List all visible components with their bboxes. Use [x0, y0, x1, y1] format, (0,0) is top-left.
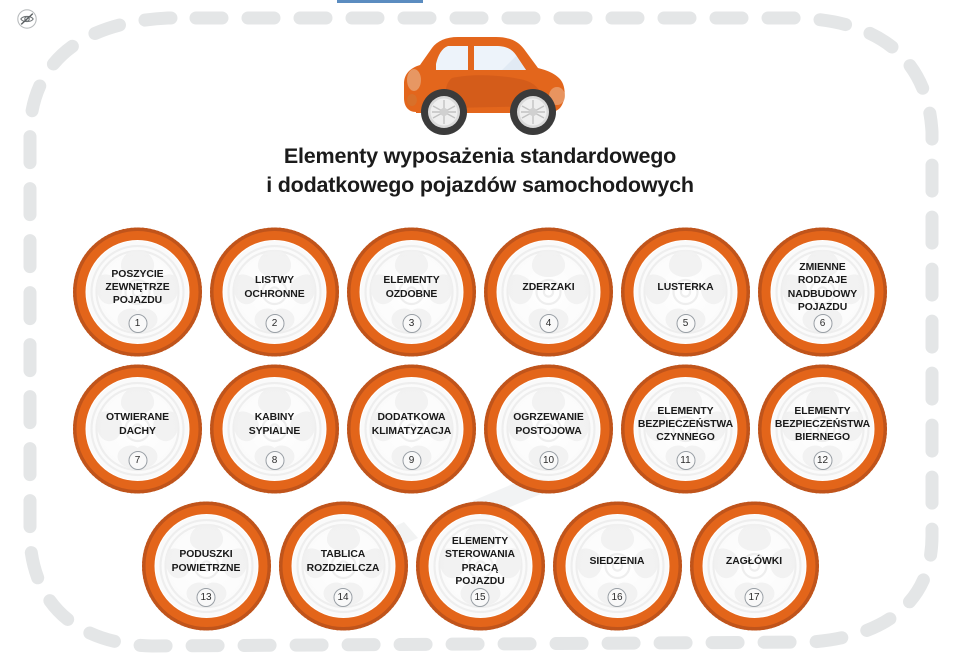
- badge-content: OTWIERANE DACHY: [86, 411, 190, 437]
- badge-number: 4: [539, 314, 558, 333]
- badge-number: 6: [813, 314, 832, 333]
- badge-content: TABLICA ROZDZIELCZA: [291, 548, 395, 574]
- badge-3[interactable]: ELEMENTY OZDOBNE 3: [343, 225, 480, 360]
- badge-number: 15: [470, 588, 490, 607]
- badge-label: SIEDZENIA: [589, 555, 645, 567]
- badge-content: KABINY SYPIALNE: [223, 411, 327, 437]
- badge-number: 17: [744, 588, 764, 607]
- badge-5[interactable]: LUSTERKA 5: [617, 225, 754, 360]
- car-illustration: [392, 26, 578, 138]
- badge-number: 10: [539, 451, 558, 470]
- badge-label: ELEMENTY STEROWANIA PRACĄ POJAZDU: [445, 536, 515, 587]
- badge-content: ZDERZAKI: [497, 281, 601, 294]
- badge-7[interactable]: OTWIERANE DACHY 7: [69, 362, 206, 497]
- badge-content: ELEMENTY BEZPIECZEŃSTWA BIERNEGO: [771, 405, 875, 445]
- badge-1[interactable]: POSZYCIE ZEWNĘTRZE POJAZDU 1: [69, 225, 206, 360]
- badge-2[interactable]: LISTWY OCHRONNE 2: [206, 225, 343, 360]
- badge-number: 5: [676, 314, 695, 333]
- badge-label: PODUSZKI POWIETRZNE: [171, 549, 241, 574]
- badge-label: OGRZEWANIE POSTOJOWA: [513, 412, 584, 437]
- badge-label: TABLICA ROZDZIELCZA: [306, 549, 380, 574]
- badge-number: 9: [402, 451, 421, 470]
- page-title: Elementy wyposażenia standardowego i dod…: [0, 142, 960, 200]
- badge-number: 13: [196, 588, 216, 607]
- badge-number: 8: [265, 451, 284, 470]
- badge-label: KABINY SYPIALNE: [248, 412, 301, 437]
- title-line-2: i dodatkowego pojazdów samochodowych: [266, 173, 694, 197]
- badge-label: ZDERZAKI: [522, 281, 575, 293]
- badge-13[interactable]: PODUSZKI POWIETRZNE 13: [138, 499, 275, 634]
- badge-label: DODATKOWA KLIMATYZACJA: [371, 412, 452, 437]
- badge-content: OGRZEWANIE POSTOJOWA: [497, 411, 601, 437]
- badge-number: 3: [402, 314, 421, 333]
- badge-number: 1: [128, 314, 147, 333]
- badge-content: LISTWY OCHRONNE: [223, 274, 327, 300]
- badge-content: SIEDZENIA: [565, 555, 669, 568]
- tab-indicator: [337, 0, 423, 3]
- badge-content: LUSTERKA: [634, 281, 738, 294]
- badge-content: POSZYCIE ZEWNĘTRZE POJAZDU: [86, 268, 190, 308]
- badge-17[interactable]: ZAGŁÓWKI 17: [686, 499, 823, 634]
- badge-content: ELEMENTY OZDOBNE: [360, 274, 464, 300]
- badge-label: OTWIERANE DACHY: [105, 412, 170, 437]
- badge-label: ELEMENTY BEZPIECZEŃSTWA CZYNNEGO: [637, 405, 734, 444]
- badge-label: ELEMENTY OZDOBNE: [383, 275, 440, 300]
- badge-number: 7: [128, 451, 147, 470]
- badge-label: ZMIENNE RODZAJE NADBUDOWY POJAZDU: [787, 262, 858, 313]
- badge-label: POSZYCIE ZEWNĘTRZE POJAZDU: [105, 268, 170, 307]
- badge-9[interactable]: DODATKOWA KLIMATYZACJA 9: [343, 362, 480, 497]
- badge-number: 2: [265, 314, 284, 333]
- badge-content: ELEMENTY BEZPIECZEŃSTWA CZYNNEGO: [634, 405, 738, 445]
- badge-number: 11: [676, 451, 695, 470]
- badge-label: ELEMENTY BEZPIECZEŃSTWA BIERNEGO: [774, 405, 871, 444]
- badge-label: LUSTERKA: [657, 281, 714, 293]
- badge-14[interactable]: TABLICA ROZDZIELCZA 14: [275, 499, 412, 634]
- badge-label: ZAGŁÓWKI: [725, 555, 783, 567]
- badge-number: 14: [333, 588, 353, 607]
- badge-label: LISTWY OCHRONNE: [244, 275, 305, 300]
- badge-content: ZAGŁÓWKI: [702, 555, 806, 568]
- badge-row-2: OTWIERANE DACHY 7 KABINY SYPIALNE 8: [0, 362, 960, 497]
- badge-11[interactable]: ELEMENTY BEZPIECZEŃSTWA CZYNNEGO 11: [617, 362, 754, 497]
- badge-number: 16: [607, 588, 627, 607]
- badge-8[interactable]: KABINY SYPIALNE 8: [206, 362, 343, 497]
- badge-content: DODATKOWA KLIMATYZACJA: [360, 411, 464, 437]
- badge-10[interactable]: OGRZEWANIE POSTOJOWA 10: [480, 362, 617, 497]
- badge-content: ZMIENNE RODZAJE NADBUDOWY POJAZDU: [771, 261, 875, 314]
- title-line-1: Elementy wyposażenia standardowego: [283, 144, 677, 168]
- badge-12[interactable]: ELEMENTY BEZPIECZEŃSTWA BIERNEGO 12: [754, 362, 891, 497]
- badge-content: ELEMENTY STEROWANIA PRACĄ POJAZDU: [428, 535, 532, 588]
- badge-4[interactable]: ZDERZAKI 4: [480, 225, 617, 360]
- badge-number: 12: [813, 451, 832, 470]
- badge-content: PODUSZKI POWIETRZNE: [154, 548, 258, 574]
- badge-16[interactable]: SIEDZENIA 16: [549, 499, 686, 634]
- eye-off-icon[interactable]: [16, 8, 38, 30]
